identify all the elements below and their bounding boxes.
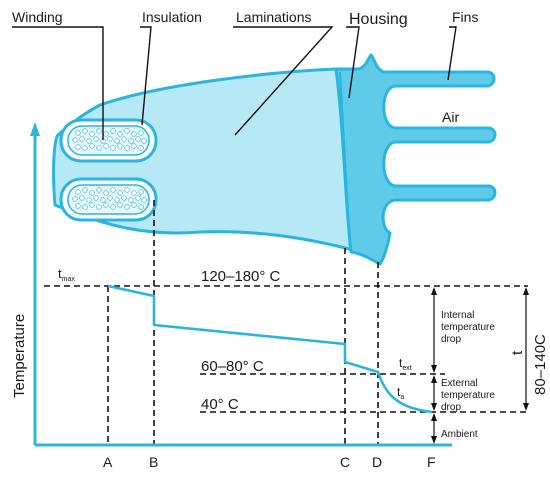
total-range-label: 80–140C [532,334,549,395]
winding-leader [12,26,104,140]
point-label-f: F [427,454,436,470]
t-ext-label: text [399,356,412,372]
temperature-levels [44,285,528,413]
t-a-label: ta [397,385,404,401]
laminations-label: Laminations [236,9,312,25]
housing-label: Housing [349,11,408,28]
fins-label: Fins [452,9,478,25]
insulation-label: Insulation [142,9,202,25]
level-low-label: 40° C [201,396,239,413]
winding-label: Winding [12,9,63,25]
air-label: Air [442,109,459,125]
y-axis-arrow [30,122,40,136]
label-leaders [12,26,457,140]
housing-leader [346,26,360,99]
level-mid-label: 60–80° C [201,358,264,375]
point-labels: A B C D F [103,454,436,470]
level-high-label: 120–180° C [201,268,281,285]
point-label-a: A [103,454,113,470]
point-label-c: C [340,454,350,470]
housing-with-fins [334,53,497,266]
point-label-b: B [149,454,158,470]
temperature-axes [30,122,452,447]
ambient-label: Ambient [441,429,478,440]
fins-leader [447,26,457,81]
t-max-label: tmax [58,266,75,283]
insulation-leader [140,26,152,126]
temperature-profile-curve [107,284,433,414]
winding-slot-upper [59,118,158,163]
external-drop-label: External temperature drop [441,378,498,413]
winding-slot-lower [59,177,158,222]
t-total-label: t [509,350,526,355]
internal-drop-label: Internal temperature drop [441,310,498,345]
temperature-axis-label: Temperature [11,314,28,398]
point-label-d: D [372,454,382,470]
dimension-markers [431,287,529,444]
motor-cross-section [52,53,497,266]
housing-inner-edge [339,71,351,249]
laminations-leader [233,26,334,136]
